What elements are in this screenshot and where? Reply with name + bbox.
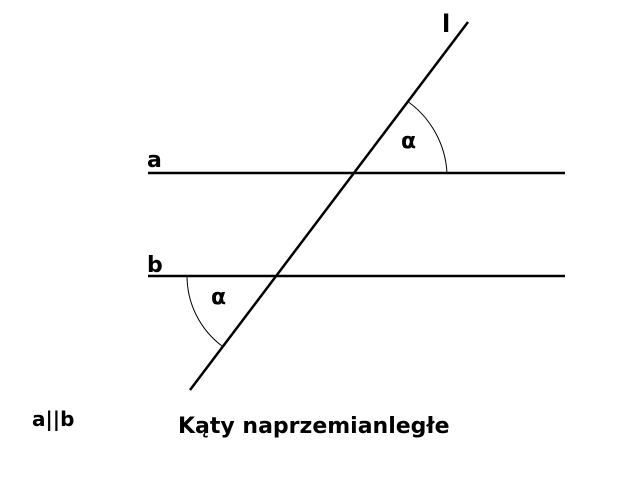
label-alpha-top: α xyxy=(401,129,416,154)
transversal-l xyxy=(189,21,469,391)
label-l: l xyxy=(442,10,450,38)
angle-arc-top xyxy=(406,100,448,174)
label-a: a xyxy=(147,148,162,173)
label-alpha-bottom: α xyxy=(211,285,226,310)
parallel-note: a||b xyxy=(32,407,74,431)
diagram-title: Kąty naprzemianległe xyxy=(178,414,450,439)
label-b: b xyxy=(147,253,163,278)
angle-arc-bottom xyxy=(186,275,223,347)
